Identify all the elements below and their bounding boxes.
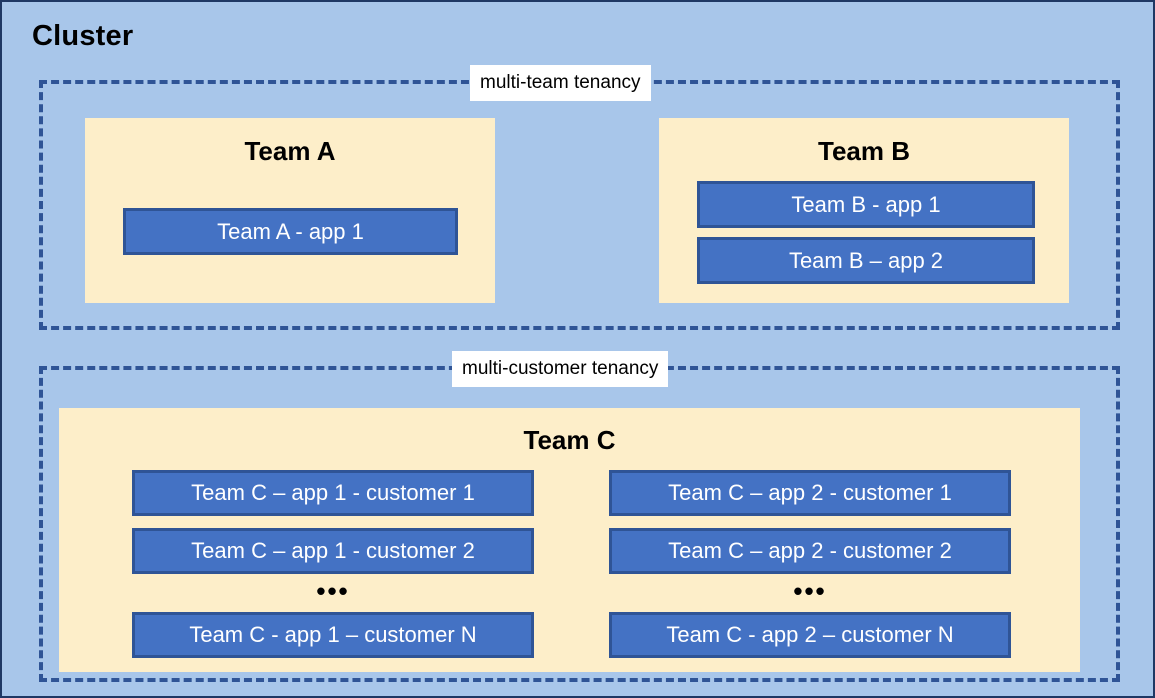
app-chip-team-c-app-2-customer-n[interactable]: Team C - app 2 – customer N [609,612,1011,658]
team-box-team-a: Team A Team A - app 1 [85,118,495,303]
app-chip-team-c-app-1-customer-1[interactable]: Team C – app 1 - customer 1 [132,470,534,516]
team-heading-team-c: Team C [523,425,616,455]
team-box-team-b: Team B Team B - app 1 Team B – app 2 [659,118,1069,303]
app-chip-team-c-app-2-customer-2[interactable]: Team C – app 2 - customer 2 [609,528,1011,574]
cluster-title: Cluster [32,20,134,52]
app-chip-team-b-app-1[interactable]: Team B - app 1 [697,181,1035,228]
team-box-team-c: Team C Team C – app 1 - customer 1 Team … [59,408,1080,672]
tenancy-label-multi-customer: multi-customer tenancy [452,351,669,387]
app-chip-team-b-app-2[interactable]: Team B – app 2 [697,237,1035,284]
app-chip-team-c-app-1-customer-n[interactable]: Team C - app 1 – customer N [132,612,534,658]
team-heading-team-b: Team B [818,136,910,166]
ellipsis-team-c-app-1: ••• [316,576,350,606]
ellipsis-team-c-app-2: ••• [793,576,827,606]
app-chip-team-a-app-1[interactable]: Team A - app 1 [123,208,458,255]
app-chip-team-c-app-2-customer-1[interactable]: Team C – app 2 - customer 1 [609,470,1011,516]
tenancy-label-multi-team: multi-team tenancy [470,65,651,101]
team-heading-team-a: Team A [244,136,336,166]
app-chip-team-c-app-1-customer-2[interactable]: Team C – app 1 - customer 2 [132,528,534,574]
